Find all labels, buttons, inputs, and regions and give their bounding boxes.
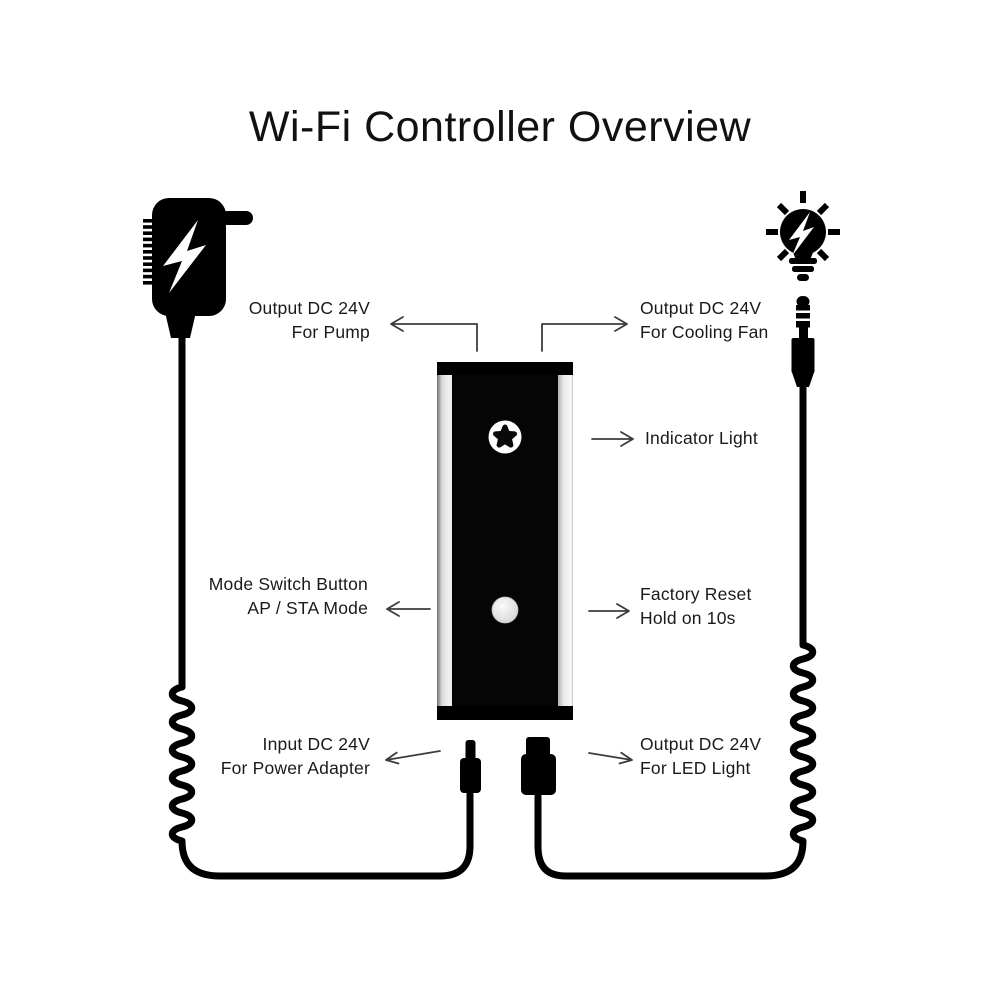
label-line: Mode Switch Button <box>208 574 368 594</box>
arrow-led-light <box>588 751 633 765</box>
label-line: Factory Reset <box>640 584 752 604</box>
arrow-pump <box>390 316 478 352</box>
usb-plug-connector <box>521 737 556 795</box>
arrow-factory-reset <box>588 603 630 619</box>
device-right-rail <box>557 362 573 720</box>
label-line: Output DC 24V <box>640 734 762 754</box>
device-left-rail <box>437 362 453 720</box>
label-line: Indicator Light <box>645 428 758 448</box>
label-line: For Pump <box>291 321 370 342</box>
label-line: AP / STA Mode <box>247 597 368 618</box>
arrow-cooling-fan <box>541 316 628 352</box>
dc-plug-connector <box>460 740 481 793</box>
label-line: Output DC 24V <box>640 298 762 318</box>
vent-ridges <box>143 219 154 285</box>
arrow-indicator-light <box>591 431 634 447</box>
star-emblem-icon <box>488 420 522 454</box>
plug-prong-icon <box>220 211 253 225</box>
label-output-pump: Output DC 24V For Pump <box>249 297 370 344</box>
label-line: Output DC 24V <box>248 298 370 318</box>
device-bottom-cap <box>437 706 573 720</box>
light-bulb-icon <box>766 191 840 281</box>
label-output-led: Output DC 24V For LED Light <box>640 733 761 780</box>
light-rays <box>766 191 840 262</box>
arrow-mode-switch <box>386 601 431 617</box>
light-coiled-cable <box>534 381 817 880</box>
label-mode-switch: Mode Switch Button AP / STA Mode <box>209 573 368 620</box>
wifi-controller-device <box>437 362 573 720</box>
power-adapter-icon <box>143 198 253 338</box>
power-adapter-coiled-cable <box>168 328 474 880</box>
mode-switch-button <box>491 596 519 624</box>
lightning-bolt-icon <box>163 220 206 293</box>
label-line: Hold on 10s <box>640 607 736 628</box>
label-line: For Power Adapter <box>220 757 370 778</box>
label-line: Input DC 24V <box>262 734 370 754</box>
lightning-bolt-icon <box>789 212 814 256</box>
label-input-power: Input DC 24V For Power Adapter <box>221 733 370 780</box>
label-factory-reset: Factory Reset Hold on 10s <box>640 583 752 630</box>
device-body <box>452 362 558 720</box>
label-indicator-light: Indicator Light <box>645 427 758 451</box>
label-line: For LED Light <box>640 757 751 778</box>
audio-jack-plug-icon <box>791 296 815 387</box>
label-line: For Cooling Fan <box>640 321 769 342</box>
device-top-cap <box>437 362 573 375</box>
page-title: Wi-Fi Controller Overview <box>248 103 752 151</box>
arrow-input-power <box>385 750 441 765</box>
label-output-cooling-fan: Output DC 24V For Cooling Fan <box>640 297 768 344</box>
